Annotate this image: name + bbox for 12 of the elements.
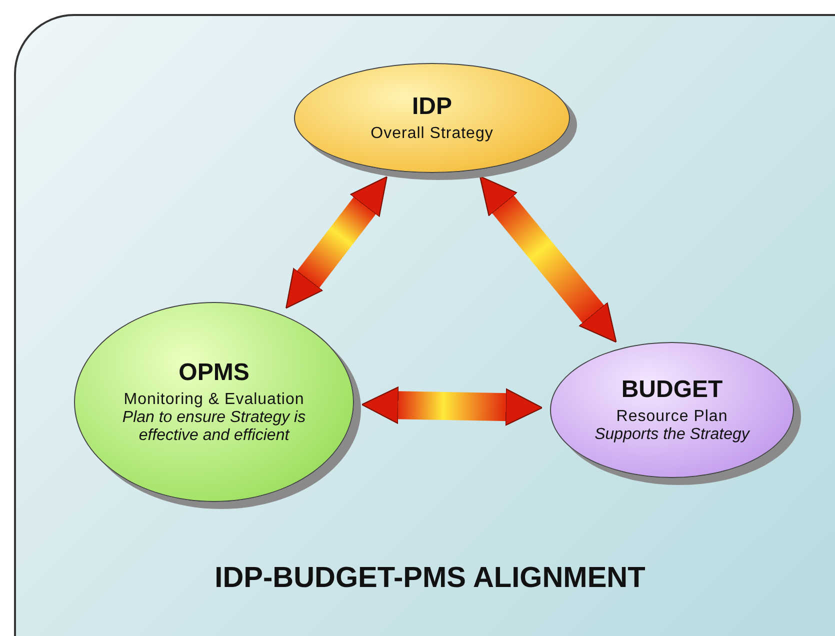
- node-subtitle: Resource Plan: [616, 408, 728, 426]
- double-arrow: [361, 386, 543, 426]
- node-subtitle: Overall Strategy: [370, 125, 494, 143]
- node-subtitle: Monitoring & Evaluation: [124, 391, 304, 409]
- node-heading: BUDGET: [621, 376, 723, 404]
- node-heading: OPMS: [178, 359, 250, 387]
- double-arrow: [479, 176, 617, 343]
- node-heading: IDP: [412, 93, 452, 121]
- double-arrow: [286, 176, 388, 309]
- node-description: Plan to ensure Strategy is effective and efficient: [121, 409, 307, 445]
- diagram-title: IDP-BUDGET-PMS ALIGNMENT: [214, 562, 646, 595]
- node-description: Supports the Strategy: [594, 426, 750, 444]
